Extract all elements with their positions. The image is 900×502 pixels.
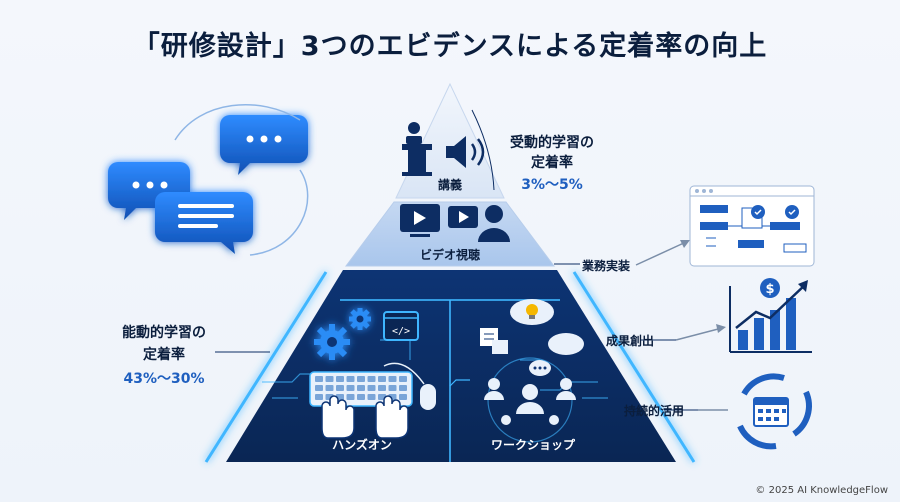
passive-label-line1: 受動的学習の — [510, 135, 594, 151]
mouse-icon — [383, 362, 436, 410]
gear-icon — [349, 308, 371, 330]
outcome-business: 業務実装 — [582, 259, 631, 273]
glow-line — [572, 271, 696, 463]
video-player-icon — [400, 204, 440, 237]
passive-retention-rate: 3%〜5% — [521, 177, 583, 193]
chat-bubbles-icon — [108, 115, 308, 254]
keyboard-key — [325, 376, 334, 382]
keyboard-key — [378, 385, 386, 391]
passive-label-line2: 定着率 — [531, 155, 573, 171]
viewer-icon — [478, 205, 510, 242]
dollar-sign: $ — [765, 282, 774, 297]
keyboard-key — [315, 385, 323, 391]
arrow-head — [716, 324, 726, 333]
keyboard-key — [367, 376, 376, 382]
growth-chart-icon: $ — [729, 278, 812, 353]
keyboard-key — [357, 394, 365, 400]
code-window-icon: </> — [383, 311, 419, 341]
speaker-icon — [446, 136, 485, 168]
workflow-diagram-icon — [689, 185, 815, 267]
keyboard-key — [399, 385, 407, 391]
keyboard-key — [346, 394, 355, 400]
tier-lecture-label: 講義 — [437, 178, 462, 192]
keyboard-key — [325, 385, 334, 391]
keyboard-key — [399, 394, 407, 400]
tier-video-label: ビデオ視聴 — [419, 248, 480, 262]
gear-icon — [314, 324, 350, 360]
keyboard-key — [336, 376, 344, 382]
keyboard-key — [336, 385, 344, 391]
keyboard-key — [367, 385, 376, 391]
keyboard-key — [367, 394, 376, 400]
tier-workshop-label: ワークショップ — [490, 438, 575, 452]
bracket-line — [471, 109, 495, 191]
keyboard-key — [315, 376, 323, 382]
arrow-line — [635, 241, 687, 266]
outcome-results: 成果創出 — [606, 334, 655, 348]
keyboard-key — [388, 376, 397, 382]
connector-arc — [174, 104, 301, 141]
keyboard-key — [357, 385, 365, 391]
keyboard-key — [346, 376, 355, 382]
keyboard-key — [357, 376, 365, 382]
cycle-calendar-icon — [737, 373, 812, 450]
team-icon — [449, 357, 576, 443]
sticky-notes-icon — [480, 328, 508, 354]
active-retention-rate: 43%〜30% — [123, 371, 205, 387]
keyboard-key — [315, 394, 323, 400]
active-label-line2: 定着率 — [143, 347, 185, 363]
keyboard-key — [399, 376, 407, 382]
code-symbol: </> — [392, 326, 410, 337]
arrow-line — [675, 327, 723, 341]
connector-arc — [249, 169, 309, 256]
copyright-notice: © 2025 AI KnowledgeFlow — [755, 485, 888, 496]
keyboard-key — [378, 376, 386, 382]
thought-bubble-icon — [529, 333, 584, 376]
tier-handson-label: ハンズオン — [332, 438, 392, 452]
video-player-icon — [448, 206, 478, 228]
podium-icon — [402, 122, 432, 176]
active-label-line1: 能動的学習の — [122, 325, 206, 341]
lightbulb-cloud-icon — [510, 299, 554, 325]
arrow-head — [680, 240, 690, 248]
page-title: 「研修設計」3つのエビデンスによる定着率の向上 — [132, 31, 768, 62]
glow-line — [204, 271, 328, 463]
outcome-sustain: 持続的活用 — [624, 404, 685, 418]
keyboard-key — [388, 385, 397, 391]
keyboard-key — [346, 385, 355, 391]
hands-icon — [321, 395, 409, 439]
